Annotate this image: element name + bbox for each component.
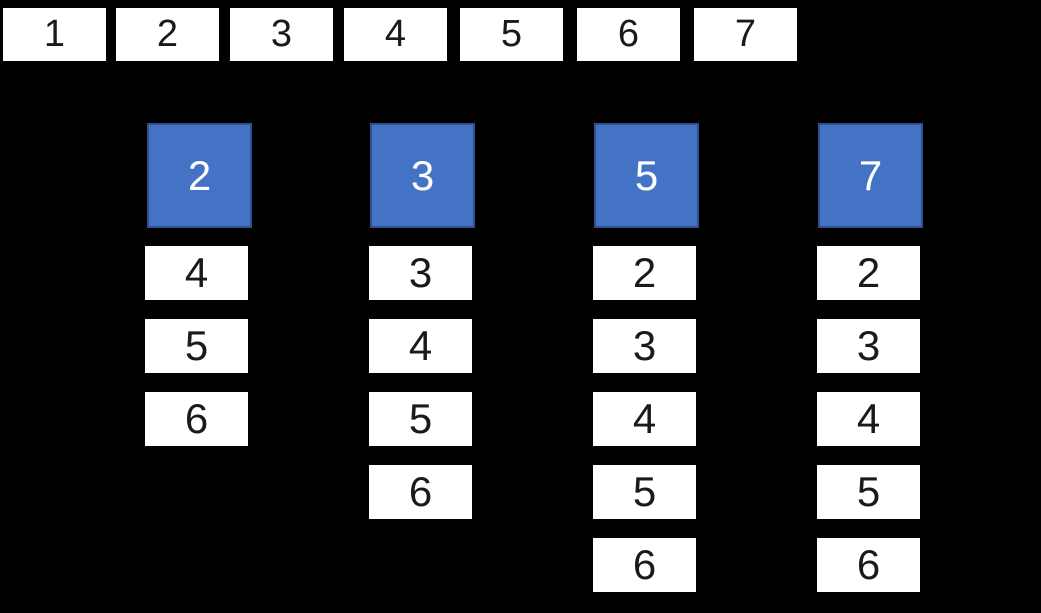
prime-header-cell: 3: [370, 123, 475, 228]
prime-header-cell: 5: [594, 123, 699, 228]
column-value-cell: 5: [817, 465, 920, 519]
number-strip-cell: 3: [230, 8, 333, 61]
number-strip-cell: 5: [460, 8, 563, 61]
column-value-cell: 5: [593, 465, 696, 519]
number-strip-cell: 7: [694, 8, 797, 61]
number-strip-cell: 1: [3, 8, 106, 61]
column-value-cell: 6: [369, 465, 472, 519]
number-strip-cell: 4: [344, 8, 447, 61]
column-value-cell: 2: [593, 246, 696, 300]
column-value-cell: 5: [145, 319, 248, 373]
column-value-cell: 5: [369, 392, 472, 446]
column-value-cell: 4: [369, 319, 472, 373]
column-value-cell: 6: [817, 538, 920, 592]
column-value-cell: 4: [145, 246, 248, 300]
column-value-cell: 6: [593, 538, 696, 592]
column-value-cell: 2: [817, 246, 920, 300]
prime-header-cell: 2: [147, 123, 252, 228]
number-strip-cell: 2: [116, 8, 219, 61]
prime-header-cell: 7: [818, 123, 923, 228]
column-value-cell: 6: [145, 392, 248, 446]
column-value-cell: 3: [817, 319, 920, 373]
column-value-cell: 4: [593, 392, 696, 446]
number-strip-cell: 6: [577, 8, 680, 61]
column-value-cell: 4: [817, 392, 920, 446]
column-value-cell: 3: [593, 319, 696, 373]
column-value-cell: 3: [369, 246, 472, 300]
